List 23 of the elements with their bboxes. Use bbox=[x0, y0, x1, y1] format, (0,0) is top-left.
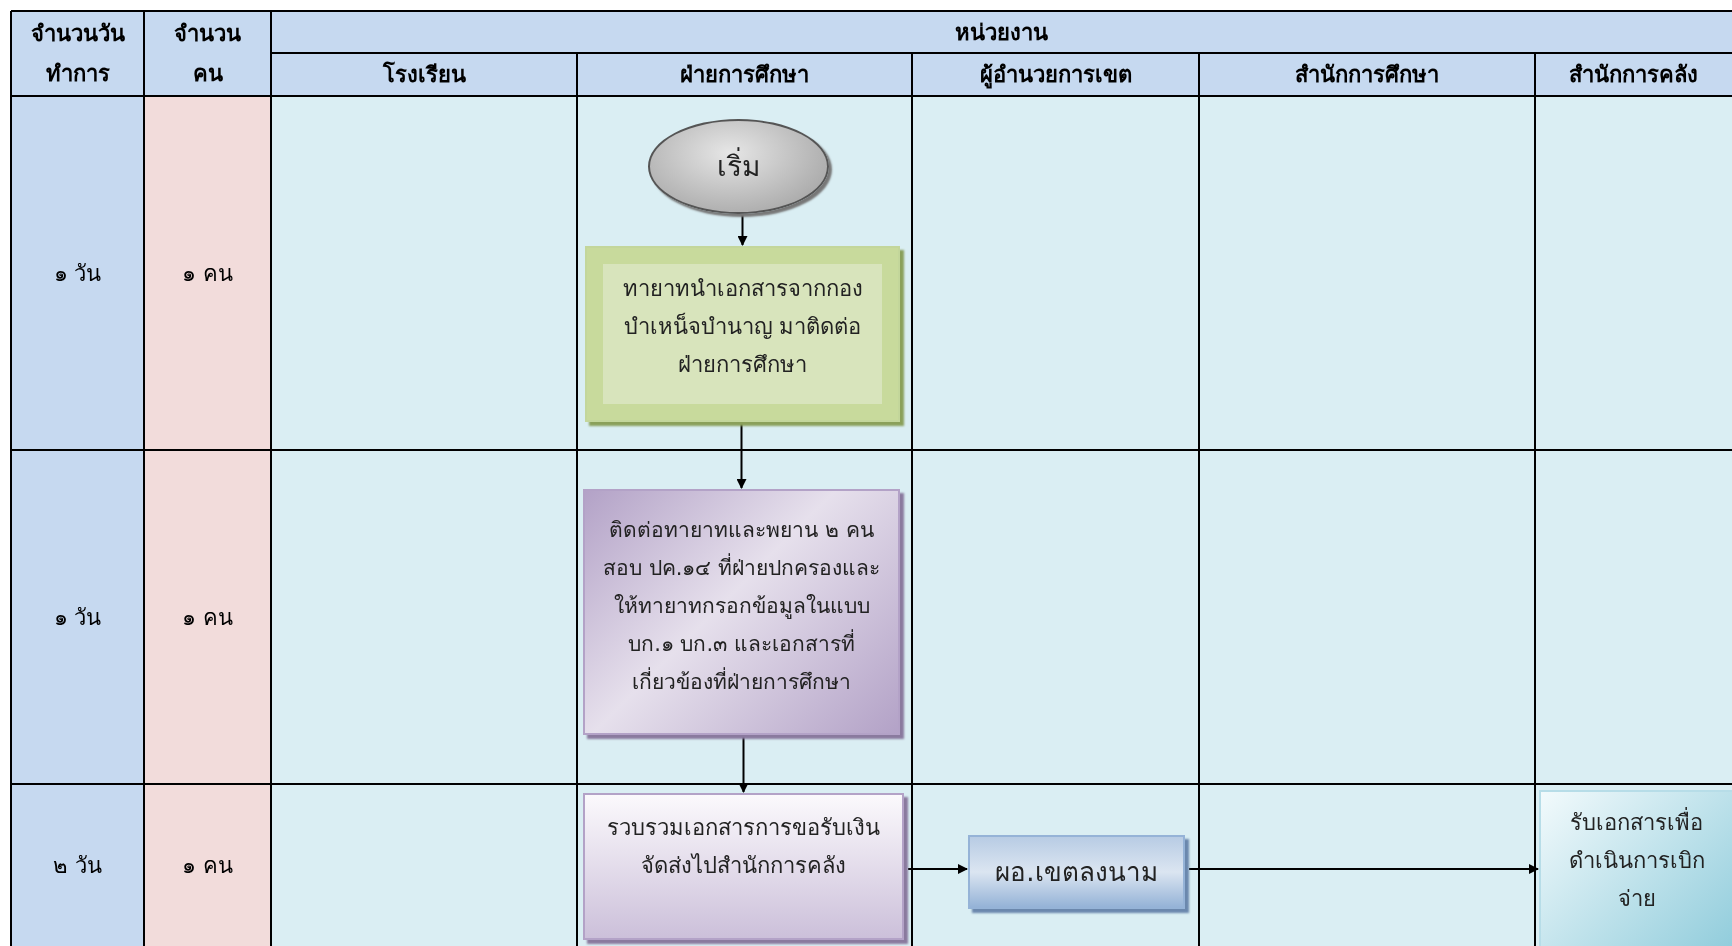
column-header: สำนักการคลัง bbox=[1535, 53, 1732, 96]
arrow bbox=[907, 864, 968, 874]
day-count-cell: ๒ วัน bbox=[11, 784, 144, 946]
column-header: ฝ่ายการศึกษา bbox=[577, 53, 912, 96]
column-header: โรงเรียน bbox=[271, 53, 577, 96]
day-count-cell: ๑ วัน bbox=[11, 450, 144, 784]
column-header: จำนวนคน bbox=[144, 11, 271, 96]
arrow bbox=[737, 213, 748, 246]
staff-count-cell: ๑ คน bbox=[144, 96, 271, 450]
column-header: หน่วยงาน bbox=[271, 11, 1732, 53]
column-header: สำนักการศึกษา bbox=[1199, 53, 1535, 96]
process-box: ติดต่อทายาทและพยาน ๒ คนสอบ ปค.๑๔ ที่ฝ่ายปกครองและให้ทายาทกรอกข้อมูลในแบบ บก.๑ บก.๓ และเอกสารที่เกี่ยวข้องที่ฝ่ายการศึกษา bbox=[583, 489, 900, 735]
process-box: รวบรวมเอกสารการขอรับเงินจัดส่งไปสำนักการคลัง bbox=[583, 793, 904, 940]
column-header: จำนวนวันทำการ bbox=[11, 11, 144, 96]
arrow bbox=[1188, 864, 1539, 874]
arrow bbox=[738, 734, 749, 793]
process-box: รับเอกสารเพื่อดำเนินการเบิกจ่าย bbox=[1539, 790, 1732, 946]
staff-count-cell: ๑ คน bbox=[144, 784, 271, 946]
staff-count-cell: ๑ คน bbox=[144, 450, 271, 784]
arrow bbox=[736, 421, 747, 489]
process-box: ทายาทนำเอกสารจากกองบำเหน็จบำนาญ มาติดต่อฝ่ายการศึกษา bbox=[585, 246, 900, 422]
day-count-cell: ๑ วัน bbox=[11, 96, 144, 450]
process-box: ผอ.เขตลงนาม bbox=[968, 835, 1185, 909]
